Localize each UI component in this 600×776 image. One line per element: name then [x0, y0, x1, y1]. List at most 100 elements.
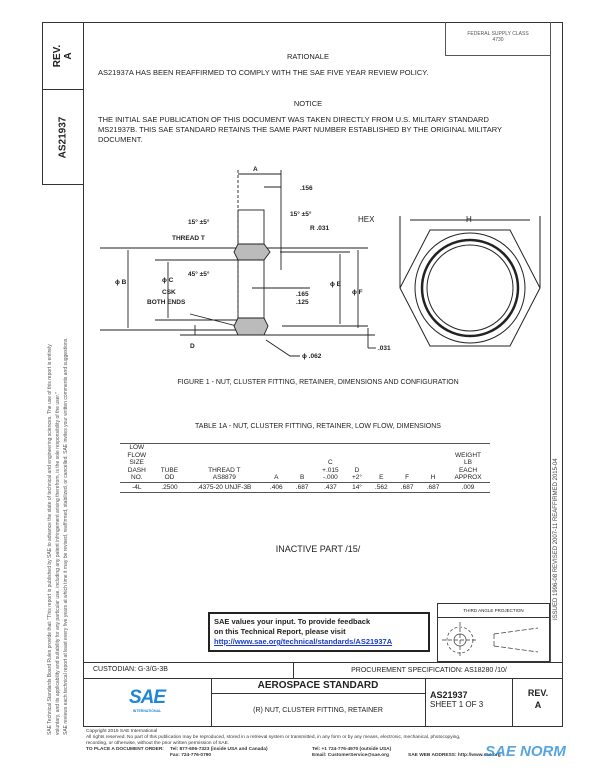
- doc-number-title: AS21937: [430, 690, 468, 700]
- notice-heading: NOTICE: [293, 99, 323, 108]
- thread-label: THREAD T: [172, 235, 205, 242]
- rev-box: REV.A: [42, 22, 84, 90]
- table-cell: .687: [394, 482, 421, 493]
- header-line: E: [379, 474, 384, 481]
- watermark: SAE NORM: [485, 743, 566, 760]
- dim-h: H: [466, 215, 472, 224]
- rev-value-title: A: [534, 700, 542, 710]
- header-line: +2°: [352, 474, 363, 481]
- column-header: F: [394, 443, 421, 483]
- dim-phi-062: ϕ .062: [302, 353, 322, 360]
- copyright-line: recording, or otherwise, without the pri…: [86, 741, 230, 746]
- rev-label-title: REV.: [527, 688, 549, 698]
- csk-label: CSK: [162, 289, 176, 296]
- copyright-line: All rights reserved. No part of this pub…: [86, 735, 461, 740]
- header-line: FLOW: [127, 451, 147, 459]
- feedback-link[interactable]: http://www.sae.org/technical/standards/A…: [214, 637, 393, 646]
- table-cell: .009: [445, 482, 490, 493]
- feedback-line: SAE values your input. To provide feedba…: [214, 617, 371, 626]
- custodian-row: CUSTODIAN: G-3/G-3B PROCUREMENT SPECIFIC…: [83, 662, 563, 678]
- rev-label: REV.: [51, 44, 63, 68]
- logo-text: SAE: [128, 687, 166, 708]
- inactive-status: INACTIVE PART /15/: [275, 544, 361, 554]
- table-cell: .687: [420, 482, 446, 493]
- figure-caption: FIGURE 1 - NUT, CLUSTER FITTING, RETAINE…: [177, 379, 459, 386]
- order-label: TO PLACE A DOCUMENT ORDER:: [86, 747, 164, 752]
- custodian: CUSTODIAN: G-3/G-3B: [93, 666, 168, 673]
- fsc-label: FEDERAL SUPPLY CLASS: [467, 31, 529, 37]
- header-line: EACH: [458, 466, 478, 474]
- header-line: APPROX: [454, 474, 482, 481]
- angle-top: 15° ±5°: [290, 210, 312, 218]
- column-header: D+2°: [345, 443, 369, 483]
- header-line: DASH: [127, 466, 146, 474]
- hex-label: HEX: [358, 215, 375, 224]
- left-margin-disclaimer: SAE Technical Standards Board Rules prov…: [46, 215, 70, 735]
- feedback-box: SAE values your input. To provide feedba…: [208, 612, 430, 652]
- column-header: B: [289, 443, 316, 483]
- header-line: NO.: [131, 474, 143, 481]
- copyright-block: Copyright 2015 SAE International All rig…: [86, 729, 556, 759]
- table-cell: .406: [263, 482, 290, 493]
- header-line: +.015: [322, 466, 339, 474]
- dim-a: A: [253, 166, 258, 173]
- both-ends-label: BOTH ENDS: [147, 299, 186, 306]
- projection-symbol: [442, 622, 539, 658]
- nut-drawing: A .156 15° ±5° 15° ±5° R .031 THREAD T 4…: [100, 166, 541, 360]
- table-cell: .437: [315, 482, 346, 493]
- header-line: AS8879: [212, 474, 236, 481]
- radius-label: R .031: [310, 225, 330, 232]
- disclaimer-line: voluntary, and its applicability and sui…: [55, 392, 61, 735]
- header-line: LB: [464, 459, 472, 466]
- header-line: WEIGHT: [454, 451, 481, 459]
- disclaimer-line: SAE Technical Standards Board Rules prov…: [47, 344, 53, 735]
- header-line: F: [405, 474, 410, 481]
- table-cell: .562: [368, 482, 395, 493]
- dim-phi-e: ϕ E: [330, 281, 342, 288]
- title-block: SAE INTERNATIONAL AEROSPACE STANDARD (R)…: [83, 678, 563, 727]
- dim-phi-c: ϕ C: [162, 277, 174, 284]
- header-line: LOW: [129, 444, 145, 451]
- header-line: A: [274, 474, 279, 481]
- issue-dates: ISSUED 1996-08 REVISED 2007-11 REAFFIRME…: [553, 458, 559, 620]
- drawing-frame: [83, 22, 563, 727]
- header-line: OD: [164, 474, 175, 481]
- column-header: A: [263, 443, 290, 483]
- right-strip: [550, 22, 564, 662]
- dim-031: .031: [378, 345, 391, 352]
- notice-text: THE INITIAL SAE PUBLICATION OF THIS DOCU…: [98, 115, 502, 144]
- aerospace-standard-heading: AEROSPACE STANDARD: [211, 679, 425, 694]
- copyright-line: Copyright 2015 SAE International: [86, 729, 158, 734]
- fax: Fax: 724-776-0790: [170, 753, 212, 758]
- disclaimer-line: SAE reviews each technical report at lea…: [63, 337, 69, 735]
- table-cell: .4375-20 UNJF-3B: [185, 482, 264, 493]
- sheet-number: SHEET 1 OF 3: [430, 700, 484, 709]
- procurement-spec: PROCUREMENT SPECIFICATION: AS18280 /10/: [293, 663, 564, 678]
- angle-45: 45° ±5°: [188, 270, 210, 278]
- dim-156: .156: [300, 185, 313, 192]
- header-line: THREAD T: [208, 466, 241, 474]
- table-cell: .2500: [153, 482, 186, 493]
- column-header: C+.015-.000: [315, 443, 346, 483]
- table-title: TABLE 1A - NUT, CLUSTER FITTING, RETAINE…: [195, 423, 441, 430]
- email: Email: CustomerService@sae.org: [312, 753, 389, 758]
- third-angle-label: THIRD ANGLE PROJECTION: [438, 604, 549, 618]
- column-header: E: [368, 443, 395, 483]
- column-header: H: [420, 443, 446, 483]
- header-line: SIZE: [129, 459, 144, 466]
- logo-subtext: INTERNATIONAL: [132, 709, 162, 713]
- rationale-text: AS21937A HAS BEEN REAFFIRMED TO COMPLY W…: [98, 68, 429, 77]
- tel-usa: Tel: 877-606-7323 (inside USA and Canada…: [170, 747, 268, 752]
- header-line: H: [430, 474, 436, 481]
- table-cell: .687: [289, 482, 316, 493]
- dim-165: .165: [296, 291, 309, 298]
- header-line: D: [354, 466, 360, 474]
- third-angle-projection: THIRD ANGLE PROJECTION: [437, 603, 550, 662]
- tel-outside: Tel: +1 724-776-4970 (outside USA): [312, 747, 392, 752]
- header-line: -.000: [322, 474, 338, 481]
